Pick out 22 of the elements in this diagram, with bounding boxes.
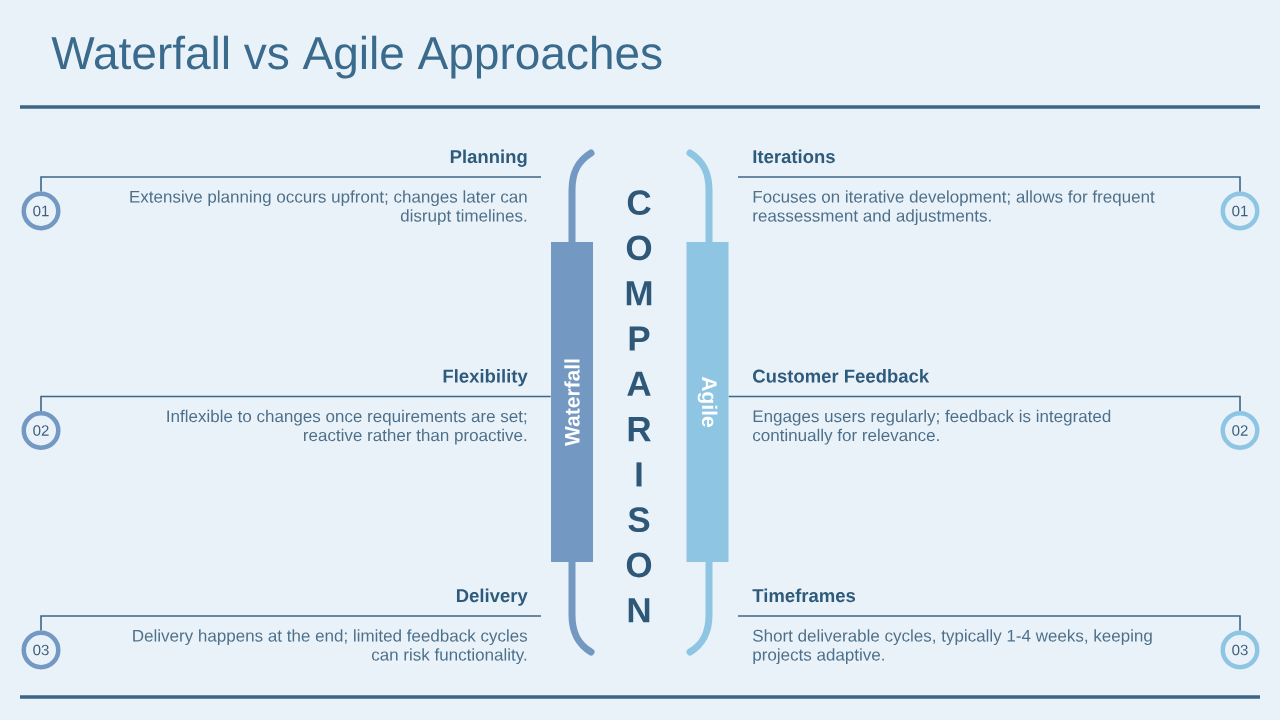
vertical-text: COMPARISON [626,190,652,623]
column-bar: Waterfall [551,242,593,562]
description: Short deliverable cycles, typically 1-4 weeks, keeping projects adaptive. [753,629,1152,665]
heading: Timeframes [752,588,856,603]
heading: Planning [450,149,527,167]
heading: Flexibility [443,369,528,387]
heading: Delivery [456,588,528,606]
leader-line [737,615,1241,632]
description: Engages users regularly; feedback is integrated continually for relevance. [753,409,1111,445]
description: Inflexible to changes once requirements are set; reactive rather than proactive. [167,409,527,445]
description: Focuses on iterative development; allows for frequent reassessment and adjustments. [753,190,1155,226]
heading: Iterations [753,149,835,164]
description: Extensive planning occurs upfront; changes later can disrupt timelines. [130,190,527,226]
leader-line [40,615,542,632]
description: Delivery happens at the end; limited feedback cycles can risk functionality. [133,629,528,665]
leader-line [40,395,552,412]
leader-line [728,395,1241,412]
leader-line [737,176,1241,193]
column-bar: Agile [686,242,729,562]
title: Waterfall vs Agile Approaches [51,35,662,79]
leader-line [40,176,542,193]
heading: Customer Feedback [753,369,930,383]
